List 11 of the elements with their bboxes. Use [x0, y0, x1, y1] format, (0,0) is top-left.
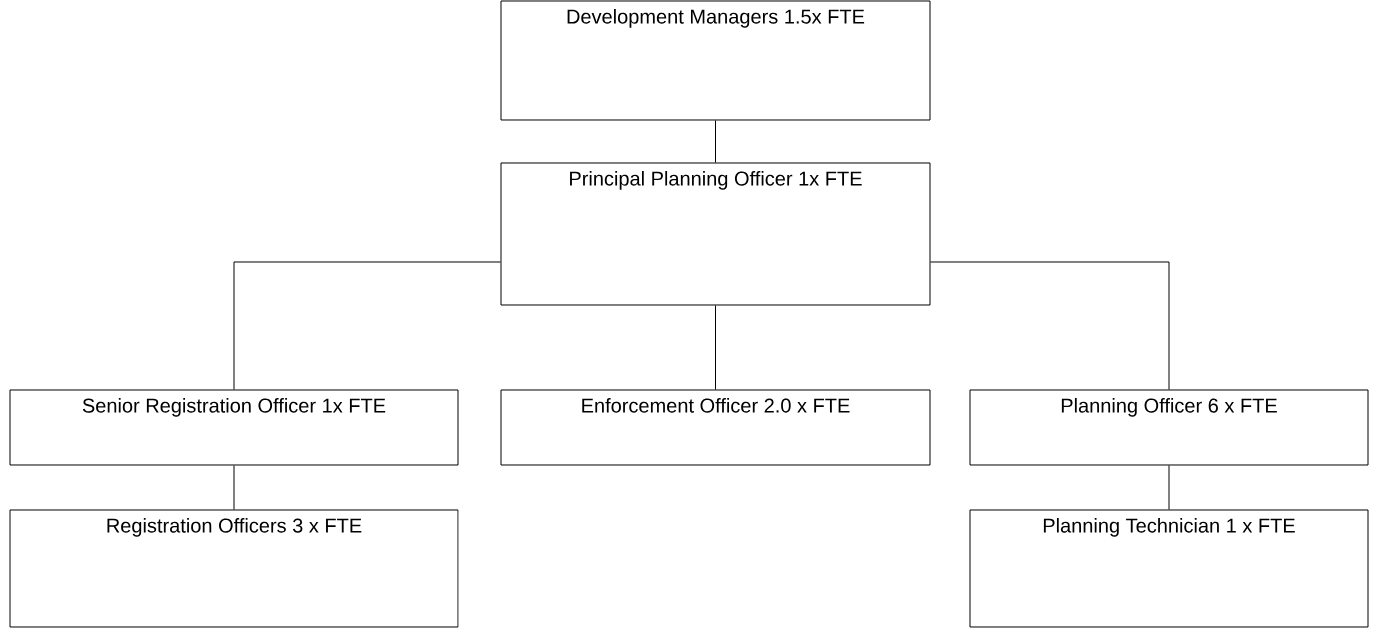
org-box: Principal Planning Officer 1x FTE	[500, 162, 931, 306]
connector-line	[233, 465, 235, 510]
org-box: Planning Technician 1 x FTE	[969, 509, 1369, 628]
connector-line	[715, 120, 716, 163]
org-box: Registration Officers 3 x FTE	[9, 509, 459, 628]
connector-line	[715, 305, 716, 390]
org-box: Senior Registration Officer 1x FTE	[9, 389, 459, 466]
org-box: Planning Officer 6 x FTE	[969, 389, 1369, 466]
org-box: Enforcement Officer 2.0 x FTE	[500, 389, 931, 466]
connector-line	[1168, 465, 1170, 510]
org-box: Development Managers 1.5x FTE	[500, 0, 931, 121]
